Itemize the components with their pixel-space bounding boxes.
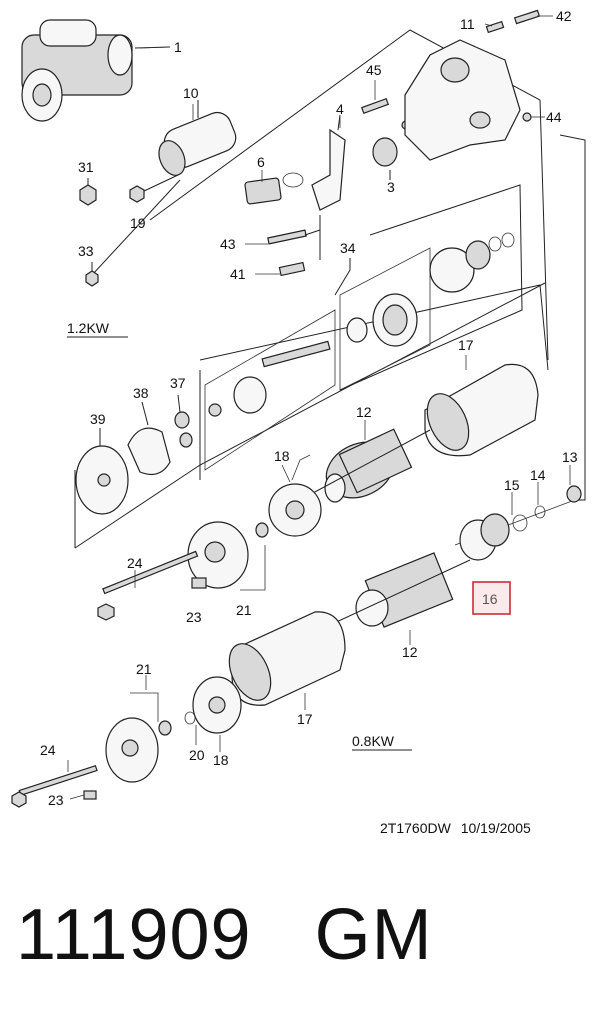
callout-11: 11 bbox=[460, 16, 475, 32]
callout-24-upper: 24 bbox=[127, 555, 143, 571]
callout-13: 13 bbox=[562, 449, 578, 465]
callout-33: 33 bbox=[78, 243, 94, 259]
callout-45: 45 bbox=[366, 62, 382, 78]
yoke-housing-upper bbox=[424, 363, 539, 457]
callout-38: 38 bbox=[133, 385, 149, 401]
callout-17-lower: 17 bbox=[297, 711, 313, 727]
drawing-code: 2T1760DW bbox=[380, 820, 451, 836]
armature-upper bbox=[299, 428, 431, 503]
callout-21-lower: 21 bbox=[136, 661, 152, 677]
callout-31: 31 bbox=[78, 159, 94, 175]
drive-end-housing bbox=[404, 9, 541, 161]
washer-20 bbox=[184, 711, 196, 725]
callout-3: 3 bbox=[387, 179, 395, 195]
callout-6: 6 bbox=[257, 154, 265, 170]
callout-41: 41 bbox=[230, 266, 246, 282]
callout-43: 43 bbox=[220, 236, 236, 252]
starter-motor-assembly bbox=[21, 19, 171, 122]
group-34 bbox=[204, 247, 431, 471]
callout-20: 20 bbox=[189, 747, 205, 763]
variant-label-low: 0.8KW bbox=[352, 733, 395, 749]
yoke-housing-lower bbox=[228, 611, 346, 706]
callout-18-upper: 18 bbox=[274, 448, 290, 464]
part-number: 111909 bbox=[16, 895, 252, 975]
callout-leaders bbox=[67, 15, 571, 800]
end-cover-39 bbox=[75, 428, 129, 515]
callout-10: 10 bbox=[183, 85, 199, 101]
callout-labels: 1 10 31 19 33 6 4 45 11 42 44 3 43 41 34… bbox=[40, 8, 578, 808]
part-title: 111909 GM bbox=[16, 895, 475, 975]
callout-14: 14 bbox=[530, 467, 546, 483]
assembly-frame-lines bbox=[74, 29, 586, 549]
callout-12-lower: 12 bbox=[402, 644, 418, 660]
drawing-reference: 2T1760DW 10/19/2005 bbox=[380, 820, 531, 836]
callout-39: 39 bbox=[90, 411, 106, 427]
highlight-box-16 bbox=[472, 581, 511, 615]
callout-19: 19 bbox=[130, 215, 146, 231]
callout-23-lower: 23 bbox=[48, 792, 64, 808]
callout-1: 1 bbox=[174, 39, 182, 55]
callout-18-lower: 18 bbox=[213, 752, 229, 768]
drawing-date: 10/19/2005 bbox=[460, 820, 531, 836]
solenoid bbox=[91, 100, 237, 276]
end-frame-upper bbox=[97, 521, 269, 621]
callout-34: 34 bbox=[340, 240, 356, 256]
callout-42: 42 bbox=[556, 8, 572, 24]
callout-16: 16 bbox=[482, 591, 498, 607]
lever-fork bbox=[244, 114, 346, 211]
brush-holder-lower bbox=[192, 676, 242, 734]
armature-lower bbox=[329, 552, 471, 628]
brush-holder-upper bbox=[268, 454, 322, 537]
callout-17-upper: 17 bbox=[458, 337, 474, 353]
small-nuts bbox=[79, 178, 145, 287]
callout-37: 37 bbox=[170, 375, 186, 391]
callout-24-lower: 24 bbox=[40, 742, 56, 758]
callout-23-upper: 23 bbox=[186, 609, 202, 625]
callout-44: 44 bbox=[546, 109, 562, 125]
end-cover-38 bbox=[127, 394, 193, 475]
bolts-43-41 bbox=[267, 215, 321, 277]
callout-15: 15 bbox=[504, 477, 520, 493]
callout-12-upper: 12 bbox=[356, 404, 372, 420]
callout-4: 4 bbox=[336, 101, 344, 117]
callout-21-upper: 21 bbox=[236, 602, 252, 618]
exploded-parts-diagram: 1 10 31 19 33 6 4 45 11 42 44 3 43 41 34… bbox=[11, 8, 586, 808]
pinion-lower-16 bbox=[459, 485, 582, 561]
end-frame-lower bbox=[11, 692, 172, 808]
pinion-gear bbox=[360, 97, 411, 180]
brand-name: GM bbox=[314, 895, 433, 975]
variant-label-high: 1.2KW bbox=[67, 320, 110, 336]
overrunning-clutch bbox=[429, 232, 515, 293]
